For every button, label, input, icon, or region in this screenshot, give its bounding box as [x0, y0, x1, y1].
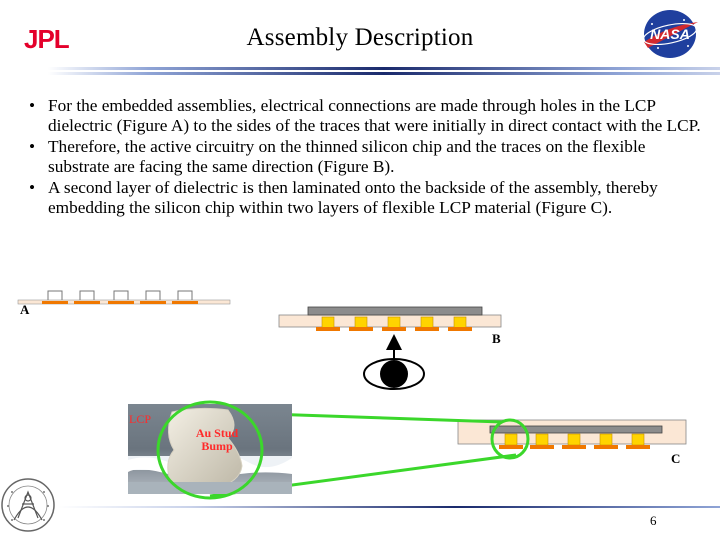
figure-b-chip [307, 306, 483, 316]
bullet-marker: • [29, 96, 36, 115]
bullet-item: • Therefore, the active circuitry on the… [22, 137, 702, 178]
figure-b: B [278, 306, 502, 346]
figure-a-traces [42, 301, 198, 304]
university-seal-logo [1, 478, 55, 532]
bullet-list: • For the embedded assemblies, electrica… [22, 96, 702, 218]
figure-a-vias [47, 290, 193, 300]
figure-c-chip [489, 425, 663, 434]
lcp-label: LCP [129, 412, 152, 426]
bullet-text: A second layer of dielectric is then lam… [48, 177, 658, 218]
bullet-item: • For the embedded assemblies, electrica… [22, 96, 702, 137]
eye-pupil [380, 360, 408, 388]
nasa-logo-text: NASA [650, 26, 690, 42]
page-title: Assembly Description [246, 24, 474, 51]
nasa-logo: NASA [642, 10, 698, 58]
figure-b-label: B [492, 331, 501, 346]
figure-c: C [457, 419, 687, 466]
bullet-text: For the embedded assemblies, electrical … [48, 96, 701, 136]
view-arrow-head [386, 334, 402, 350]
page-number: 6 [650, 513, 657, 528]
zoom-circle-small [490, 418, 530, 460]
au-stud-label-line2: Bump [201, 439, 233, 453]
figure-a: A [17, 290, 231, 317]
au-stud-label-line1: Au Stud [195, 426, 239, 440]
jpl-logo-text: JPL [24, 24, 70, 52]
au-stud-bump-photo [128, 404, 292, 494]
jpl-logo: JPL [24, 24, 71, 52]
au-stud-bump-label: Au Stud Bump [190, 427, 244, 453]
figure-c-label: C [671, 451, 680, 466]
figure-b-traces [316, 327, 472, 331]
eye-viewpoint [363, 334, 425, 390]
photo-highlight-circle [156, 400, 264, 500]
figure-a-label: A [20, 302, 30, 317]
bullet-text: Therefore, the active circuitry on the t… [48, 136, 646, 177]
footer-rule [58, 506, 720, 508]
bullet-item: • A second layer of dielectric is then l… [22, 178, 702, 219]
figure-c-traces [499, 445, 650, 449]
title-rule [48, 67, 720, 75]
bullet-marker: • [29, 177, 36, 197]
bullet-marker: • [29, 136, 36, 156]
